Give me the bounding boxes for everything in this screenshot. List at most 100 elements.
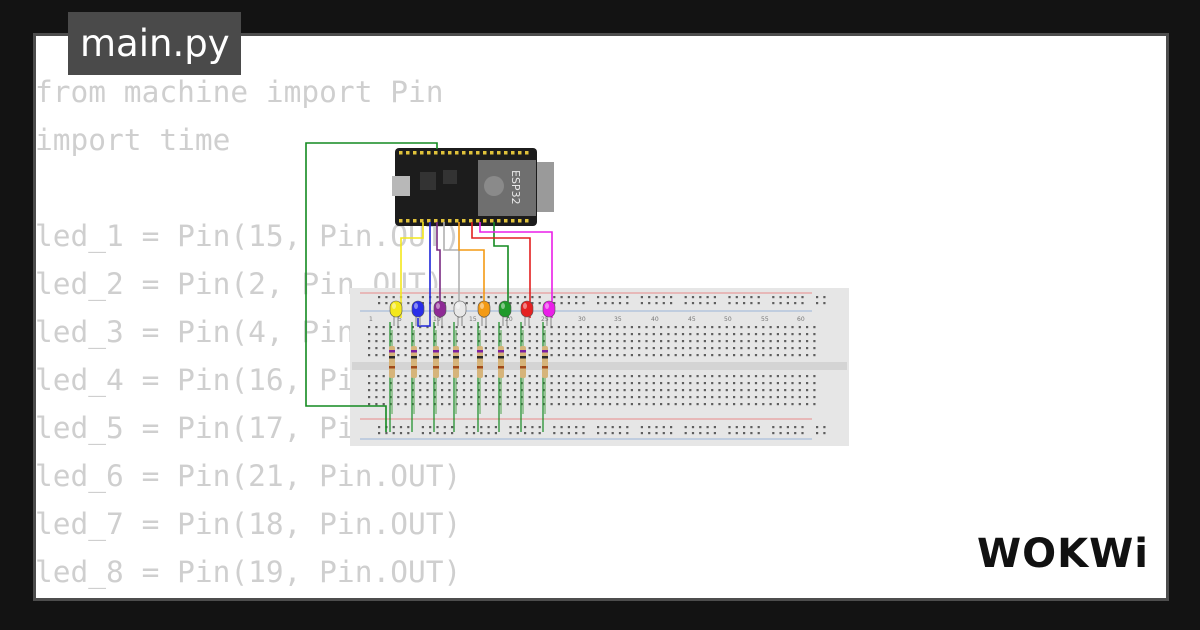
rail-hole [735,432,738,435]
code-line-1: from machine import Pin [35,75,444,109]
breadboard-hole [762,389,765,392]
rail-hole [567,296,570,299]
breadboard-hole [776,333,779,336]
breadboard-hole [375,347,378,350]
breadboard-hole [506,382,509,385]
esp32-pin-bottom [469,219,473,223]
breadboard-hole [616,403,619,406]
breadboard-hole [543,382,546,385]
led-body [542,300,556,318]
breadboard-hole [441,396,444,399]
breadboard-hole [733,389,736,392]
breadboard-hole [375,333,378,336]
rail-hole [670,296,673,299]
breadboard-hole [521,326,524,329]
rail-hole [662,426,665,429]
breadboard-hole [484,396,487,399]
breadboard-hole [623,389,626,392]
breadboard-hole [594,326,597,329]
breadboard-hole [798,382,801,385]
breadboard-hole [484,382,487,385]
breadboard-hole [776,340,779,343]
col-number-10: 10 [433,316,441,323]
breadboard-hole [645,333,648,336]
breadboard-hole [652,333,655,336]
breadboard-hole [404,396,407,399]
breadboard-hole [462,403,466,406]
breadboard-hole [784,382,787,385]
breadboard-hole [616,340,619,343]
breadboard-hole [389,389,393,392]
wokwi-logo: WOKWi [977,531,1148,577]
esp32-pin-bottom [504,219,508,223]
file-tab[interactable]: main.py [68,12,241,75]
breadboard-hole [448,333,451,336]
breadboard-hole [411,333,414,336]
breadboard-hole [798,347,801,350]
rail-hole [597,296,600,299]
breadboard-hole [674,375,677,378]
esp32-pin-top [469,151,473,155]
breadboard-hole [550,382,553,385]
rail-hole [604,426,607,429]
breadboard-hole [689,382,692,385]
breadboard-hole [587,340,590,343]
breadboard-hole [689,354,692,357]
breadboard-hole [470,389,473,392]
breadboard-hole [375,375,378,378]
rail-hole [443,296,446,299]
breadboard-hole [368,396,371,399]
breadboard-hole [492,396,495,399]
breadboard-hole [397,333,400,336]
breadboard-hole [806,340,809,343]
breadboard-hole [557,347,560,350]
wire-led-3 [436,222,441,318]
resistor-band [389,350,395,353]
rail-hole [684,296,687,299]
breadboard-hole [441,347,444,350]
breadboard-hole [638,382,641,385]
breadboard-hole [718,333,721,336]
breadboard-hole [448,354,451,357]
esp32-board[interactable]: ESP32 [392,148,554,226]
breadboard-hole [711,403,714,406]
breadboard-hole [674,354,677,357]
rail-hole [582,426,585,429]
rail-hole [801,302,804,305]
breadboard-hole [521,340,524,343]
breadboard-hole [535,375,539,378]
esp32-pin-top [490,151,494,155]
breadboard-hole [462,375,466,378]
ground-wire [305,142,438,432]
rail-hole [794,432,797,435]
led-body [433,300,447,318]
breadboard-hole [703,333,706,336]
breadboard-hole [572,403,575,406]
breadboard-hole [382,347,385,350]
breadboard-hole [492,375,495,378]
esp32-pin-bottom [406,219,410,223]
breadboard-hole [411,326,414,329]
rail-hole [772,296,775,299]
breadboard-hole [419,326,422,329]
breadboard-hole [397,389,400,392]
breadboard-hole [638,375,641,378]
rail-hole [655,426,658,429]
breadboard[interactable]: 1 5 10 15 20 25 30 35 40 45 50 55 60 [350,288,849,446]
breadboard-hole [681,382,685,385]
breadboard-hole [652,389,655,392]
rail-hole [385,296,388,299]
rail-hole [531,432,534,435]
rail-hole [713,302,716,305]
breadboard-hole [368,375,371,378]
breadboard-hole [740,396,743,399]
resistor-5 [477,346,483,378]
breadboard-hole [623,396,626,399]
breadboard-hole [784,354,787,357]
breadboard-hole [579,333,582,336]
breadboard-hole [747,333,750,336]
led-highlight [414,303,418,309]
rail-hole [392,426,395,429]
breadboard-hole [404,375,407,378]
rail-hole [575,432,578,435]
